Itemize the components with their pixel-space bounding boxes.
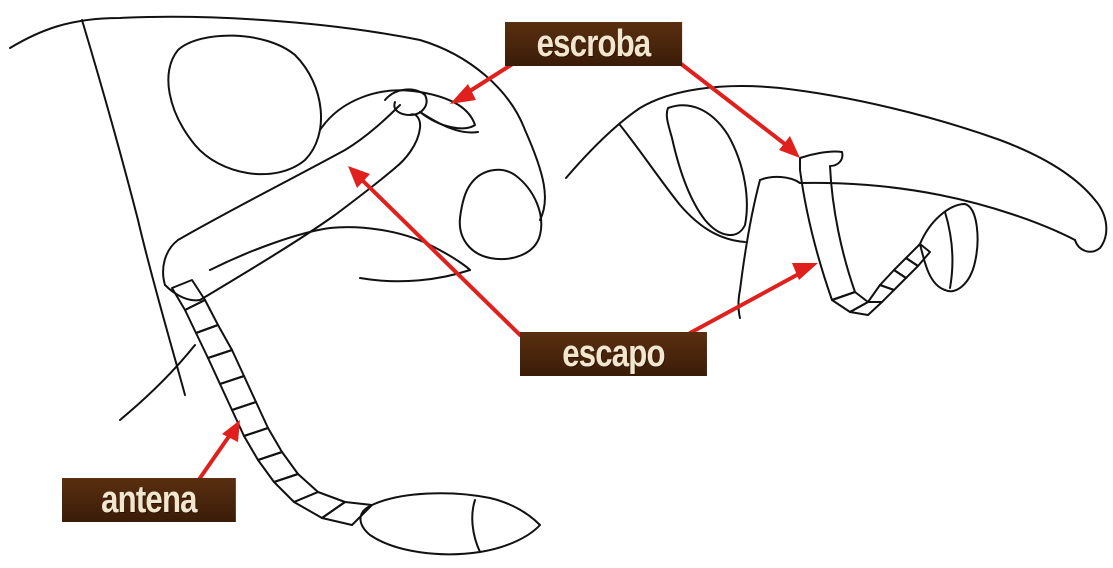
label-antena: antena [62, 478, 236, 522]
label-escroba: escroba [505, 22, 682, 66]
arrow-escapo-right [690, 263, 818, 333]
arrow-escroba-right [676, 60, 800, 158]
left-head-outline [10, 17, 545, 420]
label-escapo: escapo [520, 332, 707, 376]
left-scape [163, 89, 426, 300]
arrow-antena [200, 420, 240, 478]
right-scape-and-funiculus [800, 151, 978, 315]
left-club [361, 493, 541, 554]
right-head-outline [566, 86, 1106, 318]
arrow-escapo-left [348, 166, 520, 335]
